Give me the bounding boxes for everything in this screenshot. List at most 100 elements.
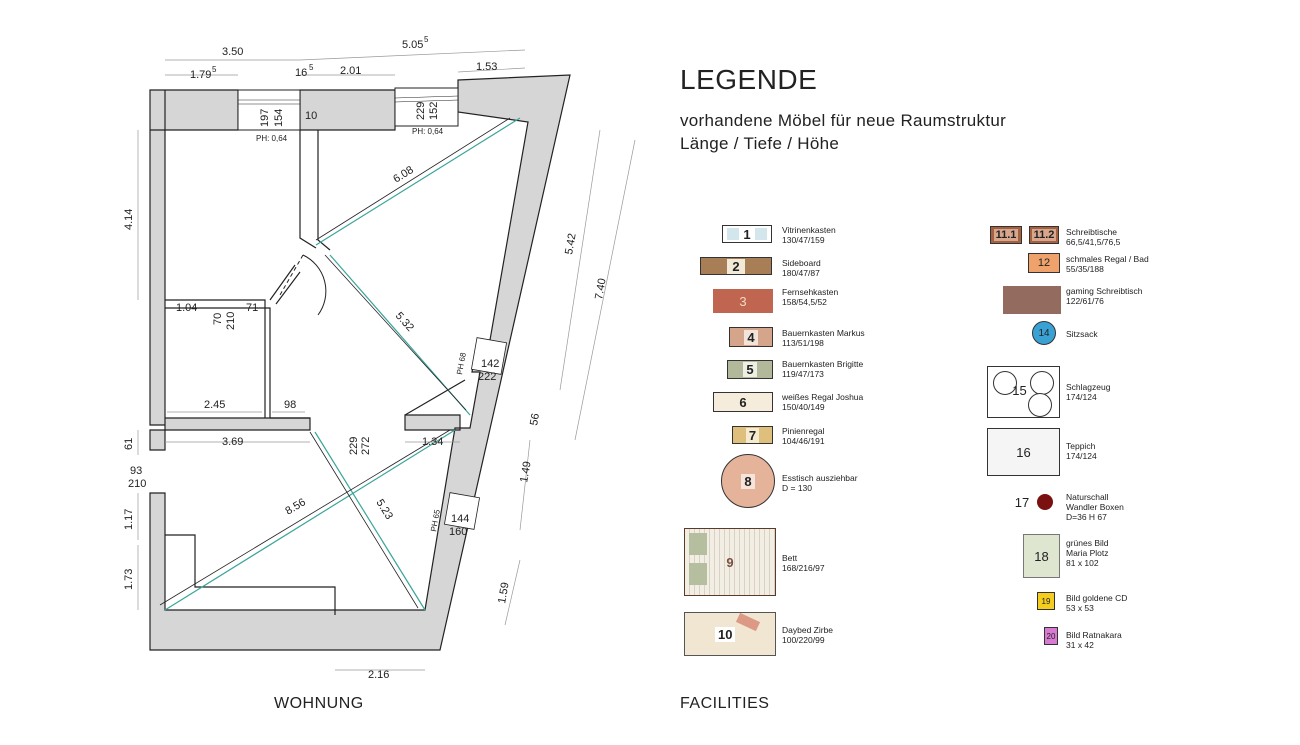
symbol-1-fill-left <box>727 228 739 240</box>
item-15-name: Schlagzeug <box>1066 382 1111 392</box>
legend-symbol-18: 18 <box>1023 534 1060 578</box>
win2-229: 229 <box>415 102 427 120</box>
item-5-name: Bauernkasten Brigitte <box>782 359 864 369</box>
dim-740: 7.40 <box>593 277 609 300</box>
symbol-10-num: 10 <box>715 626 736 642</box>
legend-subtitle-1: vorhandene Möbel für neue Raumstruktur <box>680 111 1007 130</box>
symbol-11-2-num: 11.2 <box>1031 229 1057 241</box>
legend-title: LEGENDE <box>680 64 818 95</box>
daybed-cushion <box>735 612 761 632</box>
item-11-name: Schreibtische <box>1066 227 1118 237</box>
symbol-19-num: 19 <box>1041 596 1051 606</box>
item-16-name: Teppich <box>1066 441 1096 451</box>
item-2-dims: 180/47/87 <box>782 268 820 278</box>
dim-56: 56 <box>528 412 542 426</box>
dim-201: 2.01 <box>340 65 361 77</box>
symbol-18-num: 18 <box>1034 548 1049 564</box>
legend-symbol-11-1: 11.1 <box>990 226 1022 244</box>
item-12-dims: 55/35/188 <box>1066 264 1104 274</box>
symbol-7-num: 7 <box>745 427 760 443</box>
symbol-4-num: 4 <box>744 329 758 345</box>
dim-117: 1.17 <box>123 509 135 530</box>
legend-symbol-6: 6 <box>713 392 773 412</box>
item-18-dims: 81 x 102 <box>1066 558 1099 568</box>
symbol-3-num: 3 <box>739 293 747 309</box>
symbol-17-num: 17 <box>1014 494 1030 510</box>
symbol-6-num: 6 <box>739 394 747 410</box>
diag-teal-3 <box>164 429 456 611</box>
item-9-dims: 168/216/97 <box>782 563 825 573</box>
dim-93: 93 <box>130 465 142 477</box>
dim-229: 229 <box>348 437 360 455</box>
symbol-20-num: 20 <box>1046 631 1056 641</box>
item-20-name: Bild Ratnakara <box>1066 630 1122 640</box>
symbol-11-1-num: 11.1 <box>993 229 1019 241</box>
item-3-name: Fernsehkasten <box>782 287 839 297</box>
drum-2 <box>1030 371 1054 395</box>
legend-symbol-17-num: 17 <box>1012 493 1032 511</box>
item-2-name: Sideboard <box>782 258 821 268</box>
win3-222: 222 <box>478 371 496 383</box>
dim-210: 210 <box>128 478 146 490</box>
legend-symbol-19: 19 <box>1037 592 1055 610</box>
legend-symbol-20: 20 <box>1044 627 1058 645</box>
dim-414: 4.14 <box>123 209 135 230</box>
bed-pillow-1 <box>689 533 707 555</box>
item-3-dims: 158/54,5/52 <box>782 297 827 307</box>
dim-104: 1.04 <box>176 302 197 314</box>
win3-142: 142 <box>481 358 499 370</box>
item-12-name: schmales Regal / Bad <box>1066 254 1149 264</box>
legend-symbol-16: 16 <box>987 428 1060 476</box>
door-swing <box>302 254 327 316</box>
dim-173: 1.73 <box>123 569 135 590</box>
win1-wall: 10 <box>305 110 317 122</box>
item-10-name: Daybed Zirbe <box>782 625 834 635</box>
item-18-name: grünes Bild <box>1066 538 1109 548</box>
drum-1 <box>993 371 1017 395</box>
item-14-name: Sitzsack <box>1066 329 1098 339</box>
item-7-name: Pinienregal <box>782 426 825 436</box>
dim-134: 1.34 <box>422 436 443 448</box>
legend-symbol-12: 12 <box>1028 253 1060 273</box>
dim-149: 1.49 <box>518 460 534 483</box>
dim-542: 5.42 <box>563 232 579 255</box>
legend-subtitle-2: Länge / Tiefe / Höhe <box>680 134 840 153</box>
legend-symbol-11-2: 11.2 <box>1029 226 1059 244</box>
dim-272: 272 <box>360 437 372 455</box>
win4-160: 160 <box>449 526 467 538</box>
legend-symbol-3: 3 <box>713 289 773 313</box>
symbol-12-num: 12 <box>1037 257 1051 269</box>
window-3 <box>470 337 508 375</box>
item-13-name: gaming Schreibtisch <box>1066 286 1143 296</box>
item-16-dims: 174/124 <box>1066 451 1097 461</box>
dim-179: 1.79 <box>190 69 211 81</box>
item-1-dims: 130/47/159 <box>782 235 825 245</box>
dim-61: 61 <box>123 438 135 450</box>
legend-symbol-7: 7 <box>732 426 773 444</box>
dim-245: 2.45 <box>204 399 225 411</box>
item-17-name: Naturschall <box>1066 492 1109 502</box>
item-8-dims: D = 130 <box>782 483 813 493</box>
symbol-16-num: 16 <box>1016 444 1031 460</box>
item-19-name: Bild goldene CD <box>1066 593 1128 603</box>
legend-symbol-17 <box>1037 494 1053 510</box>
dim-16: 16 <box>295 67 307 79</box>
win3-ph: PH 68 <box>455 351 468 375</box>
legend-symbol-10: 10 <box>684 612 776 656</box>
win2-152: 152 <box>428 102 440 120</box>
dim-505-sup: 5 <box>424 35 429 44</box>
dim-179-sup: 5 <box>212 65 217 74</box>
symbol-1-num: 1 <box>743 226 751 242</box>
dim-505: 5.05 <box>402 39 423 51</box>
item-17-name2: Wandler Boxen <box>1066 502 1124 512</box>
